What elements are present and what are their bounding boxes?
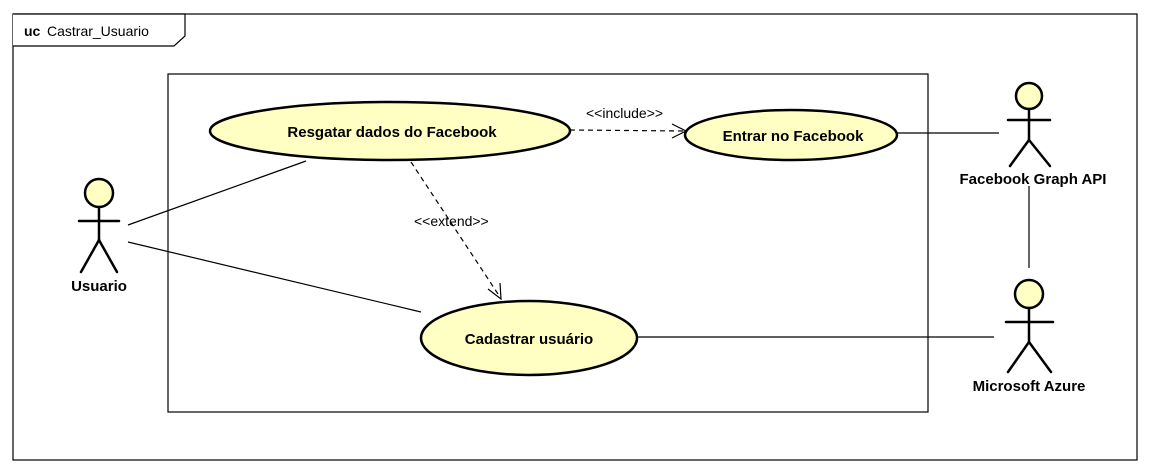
actor-facebook-api-head	[1014, 81, 1044, 111]
use-case-cadastrar-usuario	[419, 299, 639, 377]
use-case-entrar-facebook	[683, 108, 899, 162]
use-case-resgatar-dados	[208, 100, 572, 162]
actor-facebook-api-label: Facebook Graph API	[960, 171, 1107, 188]
frame-name: Castrar_Usuario	[47, 23, 149, 39]
use-case-resgatar-label: Resgatar dados do Facebook	[287, 124, 497, 141]
actor-microsoft-azure	[1004, 278, 1055, 374]
actor-usuario-label: Usuario	[71, 278, 127, 295]
use-case-cadastrar-label: Cadastrar usuário	[465, 331, 593, 348]
frame-keyword: uc	[24, 23, 41, 39]
extend-arrowhead	[487, 282, 502, 301]
include-connector	[569, 129, 685, 132]
assoc-usuario-cadastrar	[127, 241, 422, 313]
frame-tab	[13, 13, 186, 47]
extend-label: <<extend>>	[414, 213, 489, 229]
actor-azure-label: Microsoft Azure	[973, 378, 1086, 395]
use-case-entrar-label: Entrar no Facebook	[723, 128, 865, 145]
actor-azure-head	[1013, 278, 1045, 310]
actor-usuario	[77, 177, 121, 274]
assoc-usuario-resgatar	[127, 160, 307, 226]
actor-usuario-head	[83, 177, 115, 209]
actor-facebook-graph-api	[1006, 81, 1052, 168]
include-label: <<include>>	[586, 105, 663, 121]
